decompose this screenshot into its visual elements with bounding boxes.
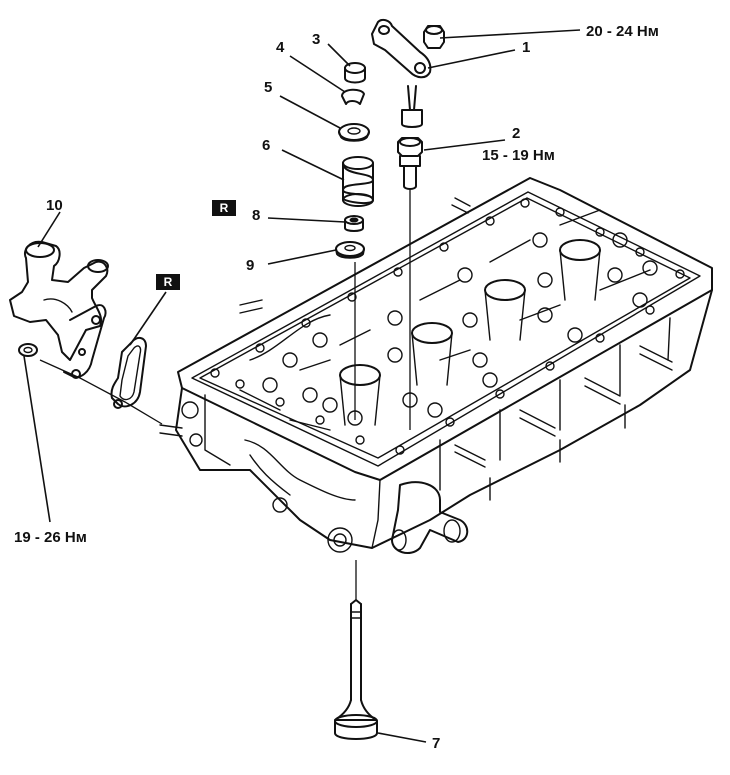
adjusting-screw — [401, 85, 423, 128]
callout-3: 3 — [312, 31, 320, 48]
valve-pockets — [262, 232, 658, 426]
plug-wells — [339, 239, 601, 426]
rim-bolt-holes — [210, 198, 685, 455]
callout-10: 10 — [46, 197, 63, 214]
part-8-stem-seal — [344, 215, 364, 232]
callout-5: 5 — [264, 79, 272, 96]
part-7-valve — [334, 560, 378, 740]
rocker-nut — [423, 25, 445, 49]
part-2-bolt — [397, 137, 423, 190]
part-1-rocker-arm — [371, 18, 432, 79]
callout-8: 8 — [252, 207, 260, 224]
callout-9: 9 — [246, 257, 254, 274]
callout-1: 1 — [522, 39, 530, 56]
leader-lines — [23, 29, 581, 743]
outlet-axis — [39, 359, 163, 425]
torque-outlet-bolt: 19 - 26 Нм — [14, 529, 87, 546]
part-4-keepers — [341, 88, 365, 105]
callout-2: 2 — [512, 125, 520, 142]
r-badge-valve-seal: R — [212, 200, 236, 216]
r-badge-upper-text: R — [220, 201, 229, 215]
cylinder-head — [159, 177, 713, 555]
part-9-spring-seat — [335, 241, 365, 259]
r-badge-gasket: R — [156, 274, 180, 290]
callout-4: 4 — [276, 39, 285, 56]
part-5-retainer — [338, 123, 370, 142]
torque-bolt: 15 - 19 Нм — [482, 147, 555, 164]
callout-7: 7 — [432, 735, 440, 752]
part-3-cap — [344, 62, 366, 84]
thermostat-gasket — [110, 336, 147, 409]
thermostat-bolt — [18, 343, 38, 357]
part-6-spring — [342, 156, 374, 207]
torque-rocker-nut: 20 - 24 Нм — [586, 23, 659, 40]
callout-6: 6 — [262, 137, 270, 154]
r-badge-lower-text: R — [164, 275, 173, 289]
